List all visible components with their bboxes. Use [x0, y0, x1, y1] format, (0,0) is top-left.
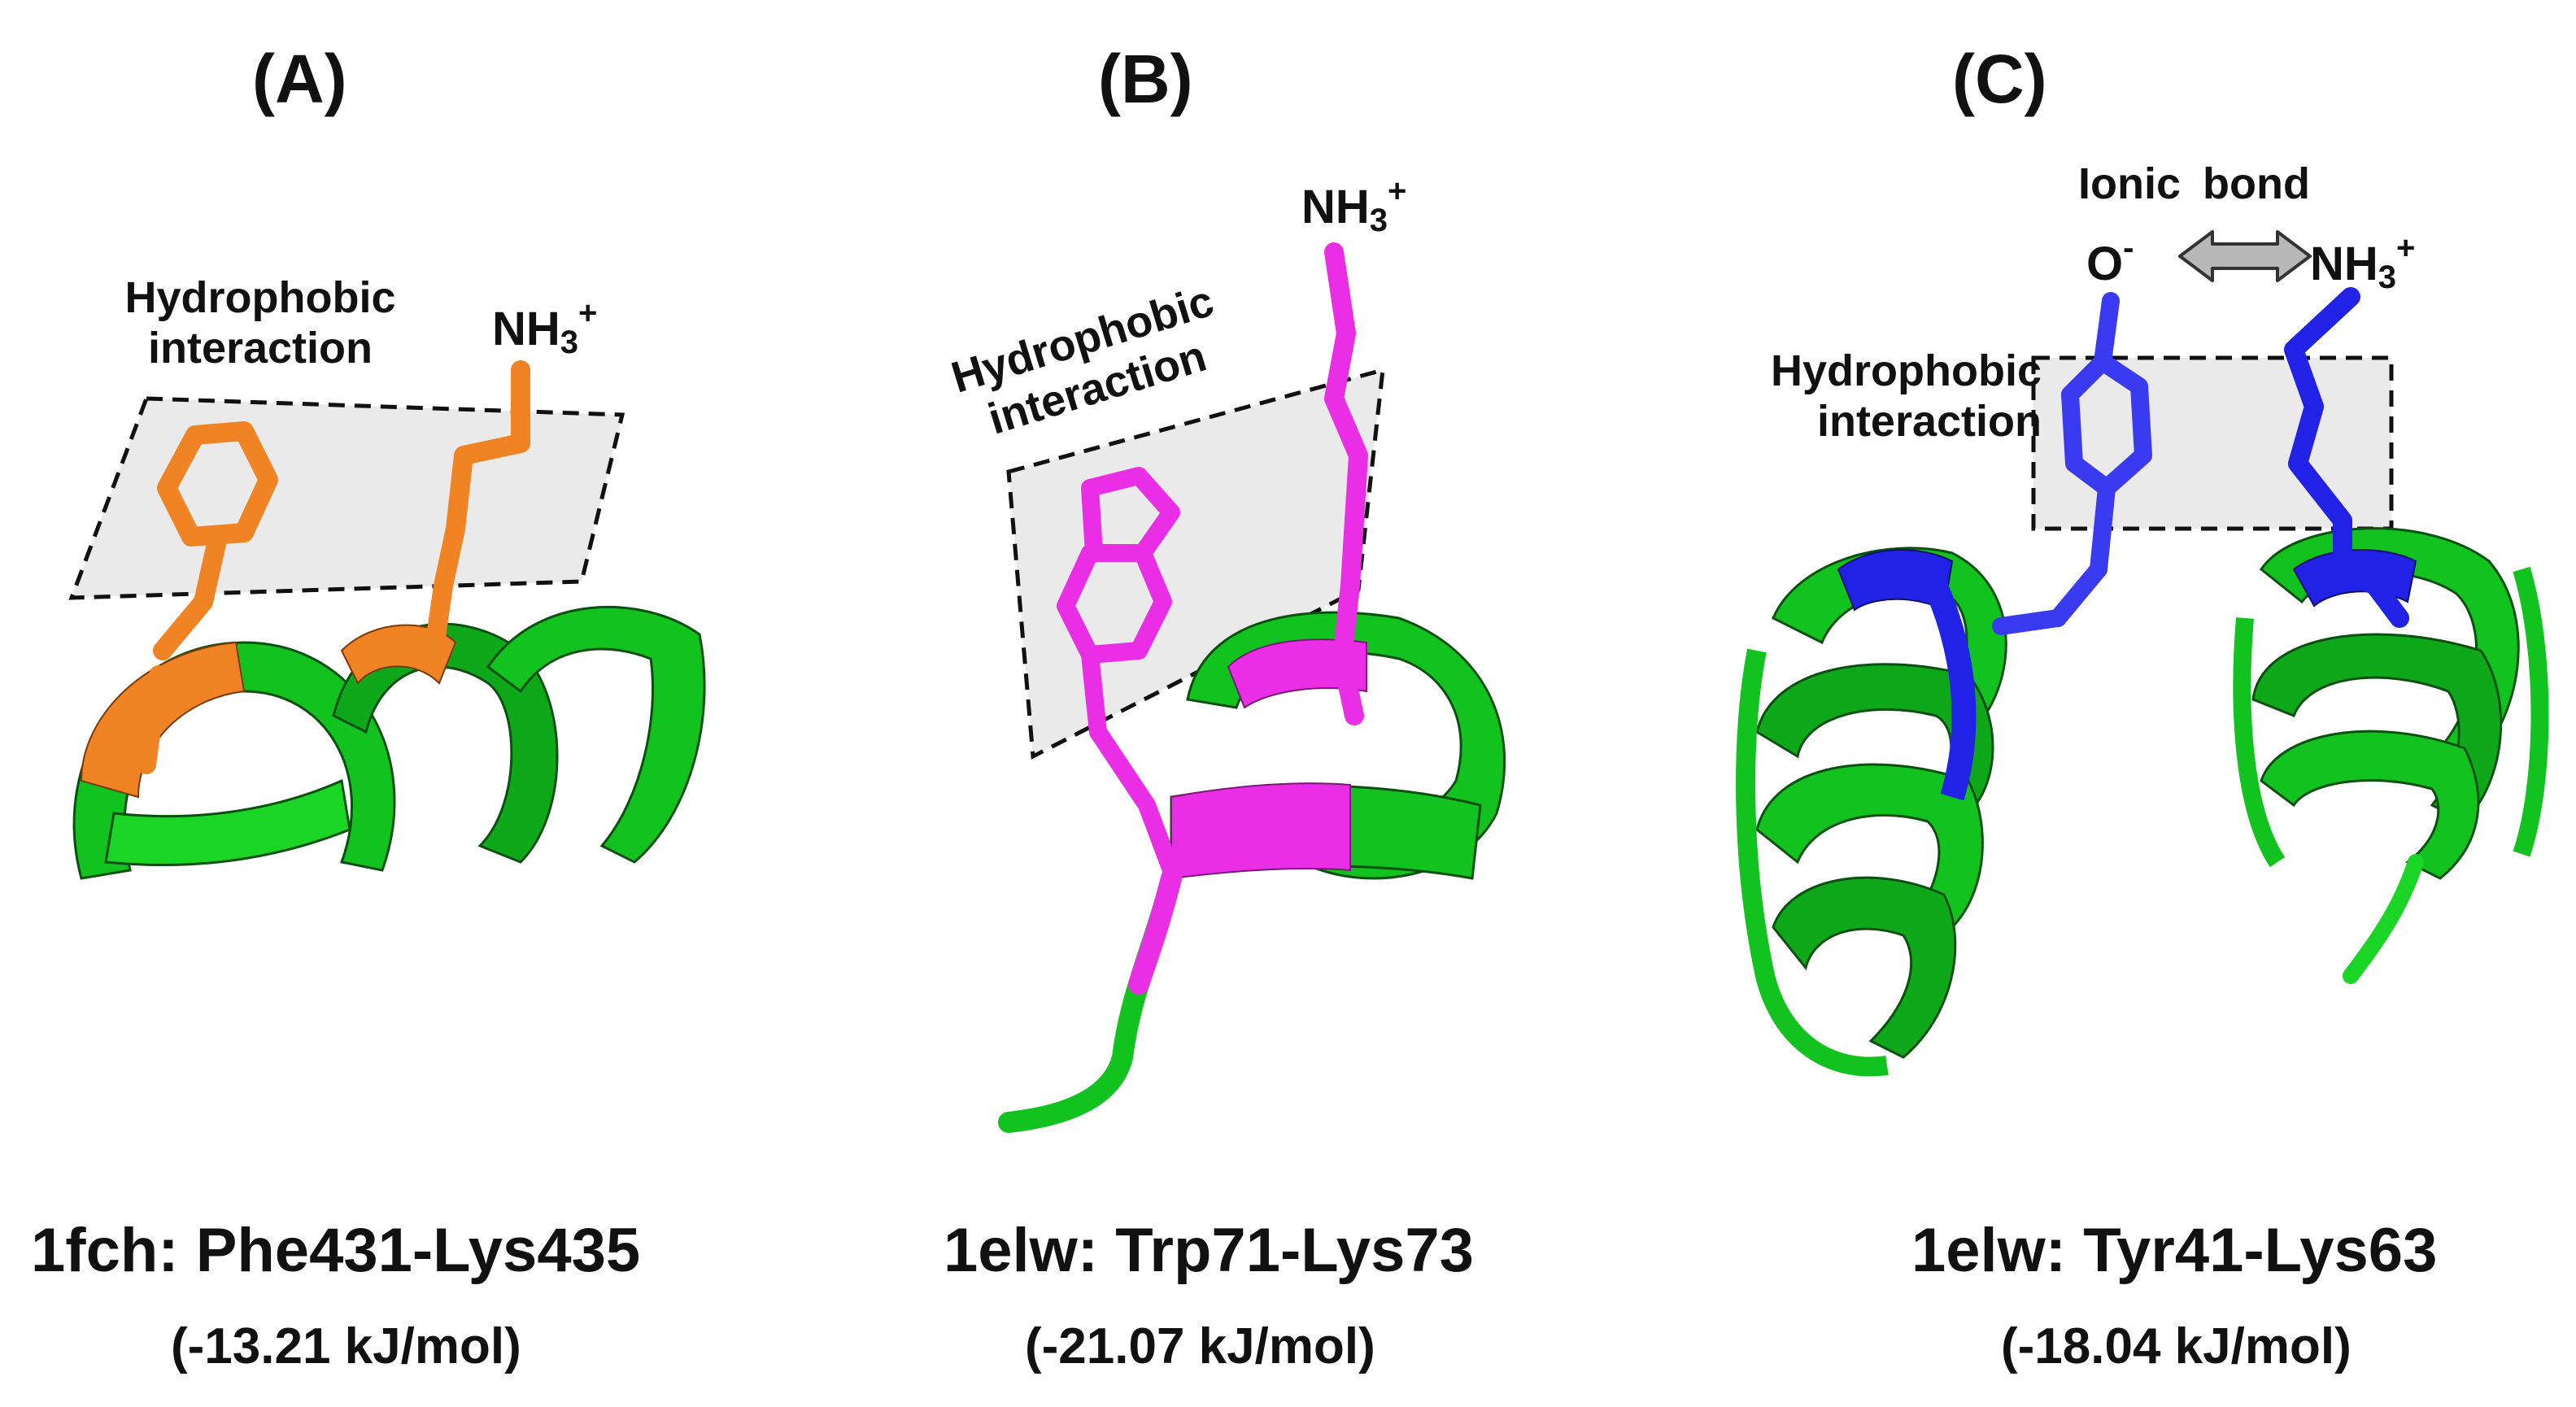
- panel-b-structure: [998, 242, 1506, 1133]
- panel-c: (C) Ionic bond O- NH3+ Hydrophobic inter…: [1708, 0, 2576, 1407]
- panel-label: (C): [1952, 41, 2047, 117]
- ammonium-group-label: NH3+: [2310, 230, 2416, 295]
- panel-b: (B) NH3+ Hydrophobic interaction 1elw: T…: [846, 0, 1708, 1407]
- alpha-helix-ribbon-left: [1736, 547, 2007, 1077]
- oxide-anion-label: O-: [2086, 230, 2134, 290]
- panel-c-structure: [1736, 230, 2549, 1077]
- structure-title: 1elw: Trp71-Lys73: [944, 1216, 1474, 1285]
- panel-label: (A): [252, 41, 347, 117]
- lysine-side-chain: [425, 360, 530, 652]
- alpha-helix-ribbon-right: [2233, 527, 2549, 984]
- lysine-side-chain: [2284, 287, 2409, 628]
- ammonium-group-label: NH3+: [1301, 173, 1407, 238]
- phenylalanine-side-chain: [137, 421, 278, 774]
- panel-a-structure: [68, 360, 706, 880]
- hydrophobic-interaction-label: Hydrophobic interaction: [124, 273, 396, 373]
- hydrophobic-interaction-label: Hydrophobic interaction: [1771, 346, 2042, 446]
- structure-title: 1elw: Tyr41-Lys63: [1911, 1216, 2438, 1285]
- lysine-side-chain: [1324, 242, 1368, 725]
- alpha-helix-ribbon: [998, 611, 1506, 1133]
- binding-energy: (-21.07 kJ/mol): [1025, 1318, 1375, 1374]
- tyrosine-side-chain: [1992, 292, 2152, 635]
- ionic-bond-double-arrow: [2178, 230, 2312, 282]
- binding-energy: (-13.21 kJ/mol): [171, 1318, 521, 1374]
- ammonium-group-label: NH3+: [492, 295, 598, 360]
- panel-label: (B): [1098, 41, 1193, 117]
- panel-a: (A) Hydrophobic interaction NH3+ 1fch: P…: [0, 0, 846, 1407]
- binding-energy: (-18.04 kJ/mol): [2001, 1318, 2352, 1374]
- structure-title: 1fch: Phe431-Lys435: [31, 1216, 641, 1285]
- hydrophobic-interaction-box: [68, 396, 625, 600]
- ionic-bond-label: Ionic bond: [2078, 159, 2310, 208]
- tryptophan-side-chain: [1057, 467, 1180, 879]
